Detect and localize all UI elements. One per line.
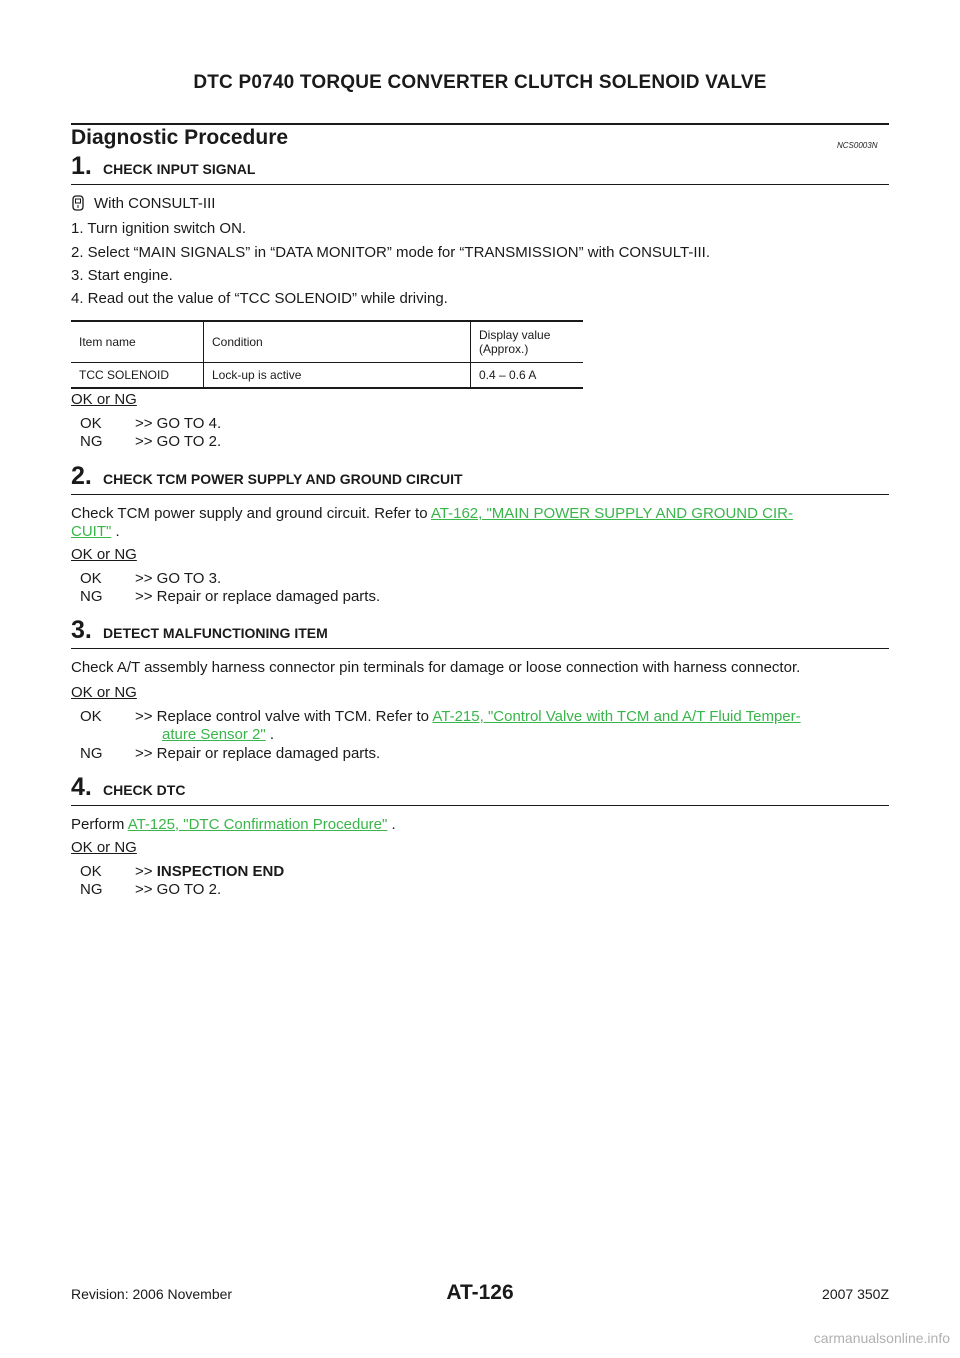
step2-ng-label: NG [80, 588, 103, 605]
step4-text: Perform AT-125, "DTC Confirmation Proced… [71, 816, 396, 834]
step4-ok-prefix: >> [135, 863, 157, 880]
step4-ok-label: OK [80, 863, 102, 880]
step1-ok-ng-label: OK or NG [71, 391, 137, 408]
table-header-display: Display value (Approx.) [471, 321, 584, 363]
model-label: 2007 350Z [822, 1286, 889, 1302]
step4-ok-result: >> INSPECTION END [135, 863, 284, 880]
step3-ok-result-text: >> Replace control valve with TCM. Refer… [135, 708, 433, 725]
step1-rule [71, 184, 889, 185]
step4-number: 4. [71, 773, 92, 801]
step2-link-continued[interactable]: CUIT" [71, 523, 112, 540]
step3-ok-result: >> Replace control valve with TCM. Refer… [135, 708, 801, 725]
section-title: Diagnostic Procedure [71, 126, 289, 149]
step2-ok-result: >> GO TO 3. [135, 570, 222, 587]
step3-ok-result-line2: ature Sensor 2" . [162, 726, 274, 743]
table-cell-item: TCC SOLENOID [71, 362, 204, 388]
step1-item-3: 3. Start engine. [71, 267, 173, 284]
table-header-display-line1: Display value [479, 328, 551, 342]
step3-ng-result: >> Repair or replace damaged parts. [135, 745, 381, 762]
step3-ng-label: NG [80, 745, 103, 762]
section-code: NCS0003N [837, 141, 878, 150]
step1-item-2: 2. Select “MAIN SIGNALS” in “DATA MONITO… [71, 244, 710, 261]
step4-text-after: . [387, 816, 396, 833]
watermark: carmanualsonline.info [813, 1330, 950, 1346]
step1-ok-label: OK [80, 415, 102, 432]
step2-link[interactable]: AT-162, "MAIN POWER SUPPLY AND GROUND CI… [430, 505, 793, 522]
step2-title: CHECK TCM POWER SUPPLY AND GROUND CIRCUI… [103, 471, 463, 487]
header-rule [71, 123, 889, 125]
step2-text: Check TCM power supply and ground circui… [71, 505, 793, 523]
step3-ok-ng-label: OK or NG [71, 684, 137, 701]
step3-link-continued[interactable]: ature Sensor 2" [162, 726, 266, 743]
step3-ok-label: OK [80, 708, 102, 725]
step3-link[interactable]: AT-215, "Control Valve with TCM and A/T … [432, 708, 801, 725]
step4-ok-ng-label: OK or NG [71, 839, 137, 856]
step4-title: CHECK DTC [103, 782, 186, 798]
table-header-condition: Condition [203, 321, 471, 363]
revision-label: Revision: 2006 November [71, 1286, 233, 1302]
table-header-display-line2: (Approx.) [479, 342, 529, 356]
step1-ng-label: NG [80, 433, 103, 450]
step1-item-4: 4. Read out the value of “TCC SOLENOID” … [71, 290, 448, 307]
table-header-item: Item name [71, 321, 204, 363]
step1-ng-result: >> GO TO 2. [135, 433, 222, 450]
consult-tool-icon [71, 195, 85, 211]
table-header-row: Item name Condition Display value (Appro… [71, 321, 583, 363]
step2-ng-result: >> Repair or replace damaged parts. [135, 588, 381, 605]
page-number: AT-126 [446, 1281, 514, 1304]
step2-text-before: Check TCM power supply and ground circui… [71, 505, 431, 522]
step2-ok-label: OK [80, 570, 102, 587]
step4-link[interactable]: AT-125, "DTC Confirmation Procedure" [127, 816, 388, 833]
step3-text: Check A/T assembly harness connector pin… [71, 659, 801, 676]
step2-text-line2: CUIT" . [71, 523, 120, 541]
step4-rule [71, 805, 889, 806]
step1-number: 1. [71, 152, 92, 180]
table-cell-condition: Lock-up is active [203, 362, 471, 388]
step1-title: CHECK INPUT SIGNAL [103, 161, 256, 177]
table-row: TCC SOLENOID Lock-up is active 0.4 – 0.6… [71, 362, 583, 388]
step2-rule [71, 494, 889, 495]
step3-ok-result-after: . [265, 726, 275, 743]
step3-number: 3. [71, 616, 92, 644]
table-cell-display: 0.4 – 0.6 A [479, 368, 537, 382]
tcc-solenoid-spec-table: Item name Condition Display value (Appro… [71, 320, 583, 389]
page-title: DTC P0740 TORQUE CONVERTER CLUTCH SOLENO… [193, 72, 767, 93]
step4-ng-result: >> GO TO 2. [135, 881, 222, 898]
step1-ok-result: >> GO TO 4. [135, 415, 222, 432]
step1-item-1: 1. Turn ignition switch ON. [71, 220, 247, 237]
step4-ng-label: NG [80, 881, 103, 898]
step3-rule [71, 648, 889, 649]
step2-ok-ng-label: OK or NG [71, 546, 137, 563]
step2-text-after: . [111, 523, 120, 540]
step4-text-before: Perform [71, 816, 128, 833]
step2-number: 2. [71, 462, 92, 490]
with-consult-label: With CONSULT-III [94, 195, 216, 212]
inspection-end-label: INSPECTION END [156, 863, 285, 880]
step3-title: DETECT MALFUNCTIONING ITEM [103, 625, 328, 641]
